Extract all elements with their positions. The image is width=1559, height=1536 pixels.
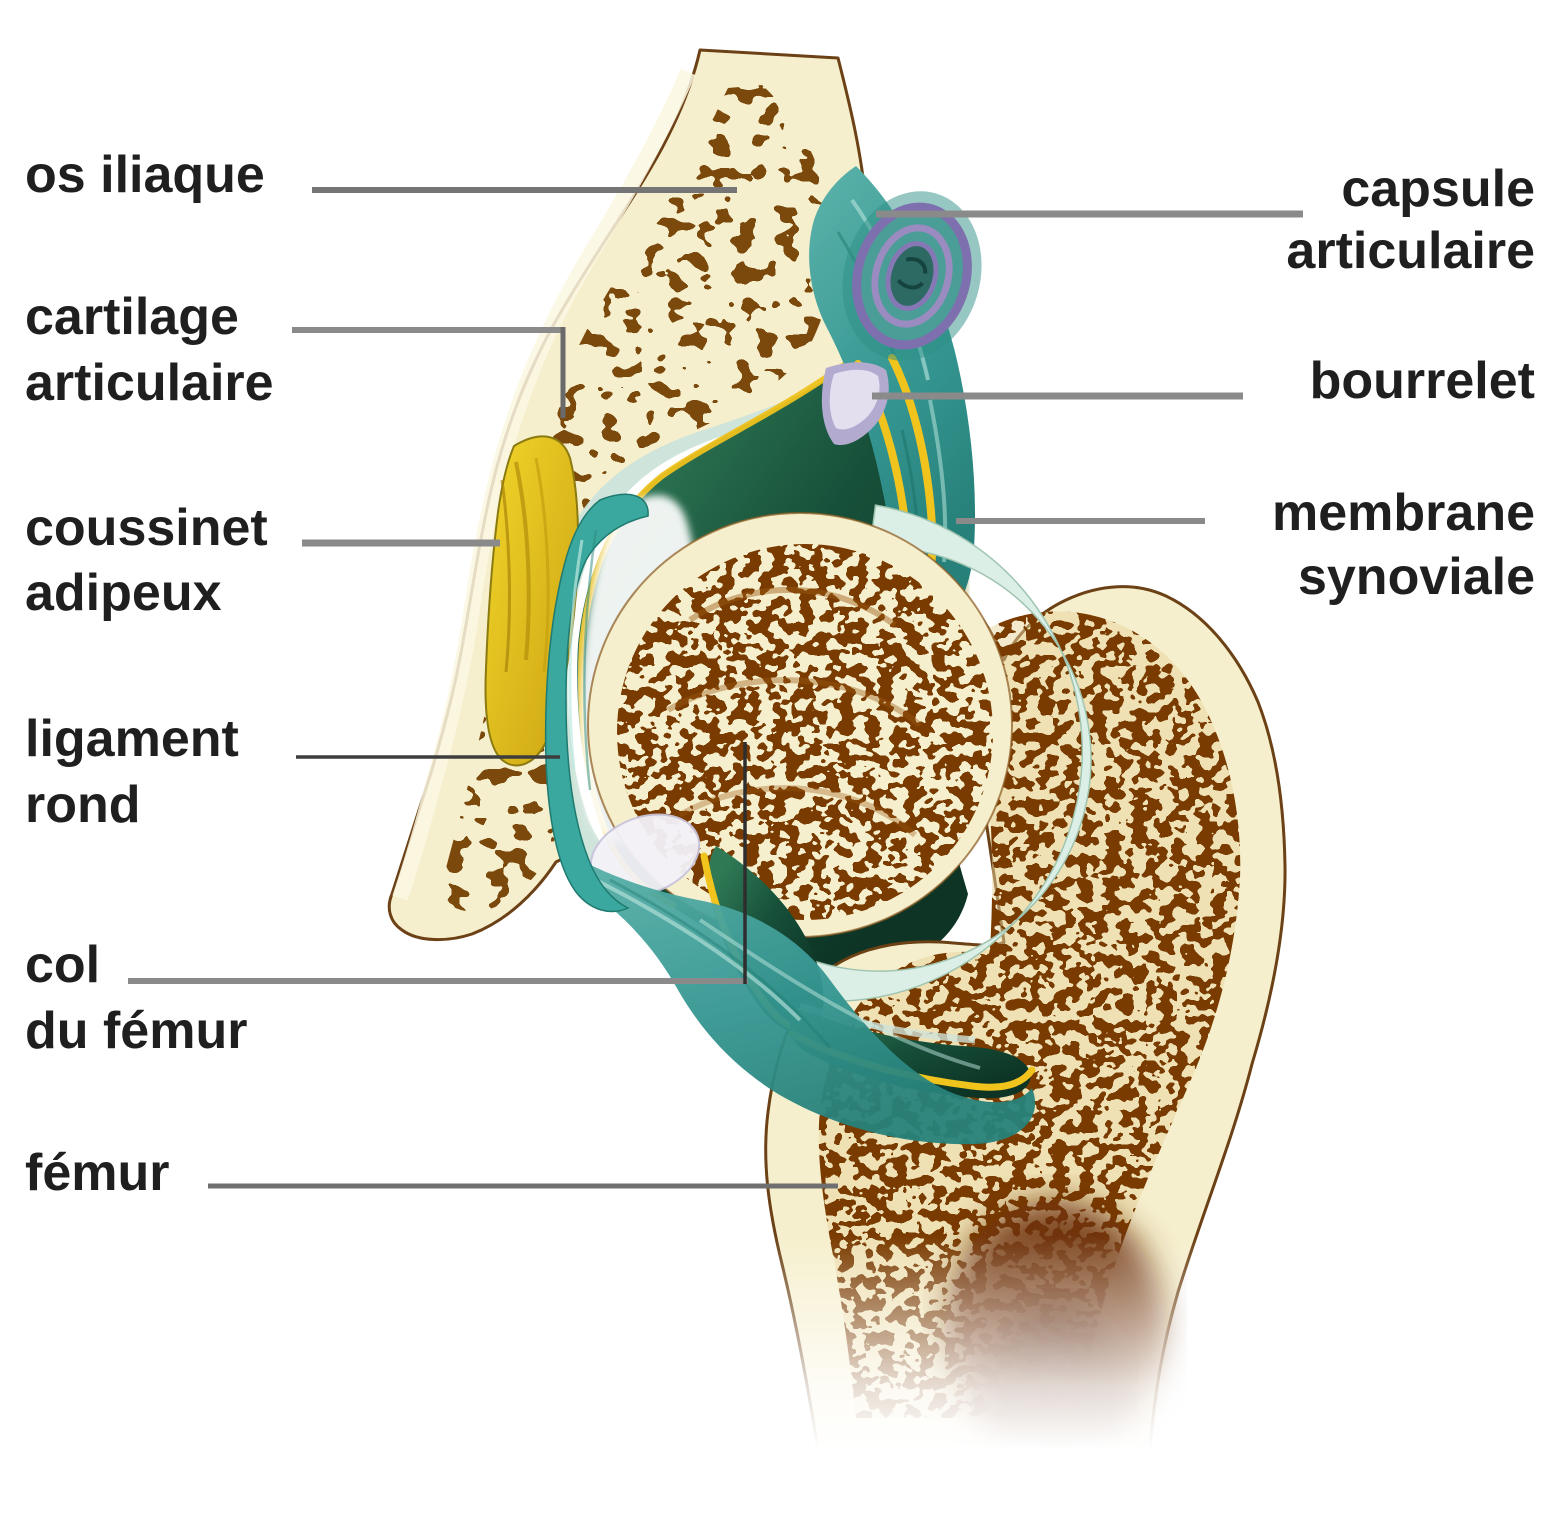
- bone-fade: [690, 1235, 1350, 1455]
- label-membrane-synoviale-line2: synoviale: [1298, 548, 1535, 606]
- capsule-fiber-fan: [556, 846, 1036, 1145]
- label-ligament-rond-line1: ligament: [25, 710, 239, 768]
- label-bourrelet: bourrelet: [1310, 352, 1535, 410]
- label-femur: fémur: [25, 1144, 169, 1202]
- round-ligament: [544, 493, 649, 913]
- femur-trabecular-texture: [818, 611, 1241, 1418]
- fat-pad-streaks: [514, 461, 531, 661]
- bone-fade-bottom: [600, 1448, 1400, 1536]
- acetabular-cartilage-lining: [539, 348, 884, 902]
- head-trabecular-streaks: [688, 586, 897, 628]
- ilium-cortical-highlight: [392, 68, 696, 901]
- label-col-du-femur-line2: du fémur: [25, 1002, 247, 1060]
- label-ligament-rond-line2: rond: [25, 776, 141, 834]
- labrum-bourrelet: [821, 362, 889, 446]
- femur-bone: [764, 585, 1287, 1452]
- femoral-head-texture: [617, 544, 993, 920]
- label-coussinet-adipeux-line1: coussinet: [25, 499, 268, 557]
- tendon-cross-section: [842, 191, 982, 361]
- label-capsule-articulaire-line2: articulaire: [1286, 222, 1535, 280]
- labels: os iliaque cartilage articulaire coussin…: [25, 146, 1535, 1202]
- label-coussinet-adipeux-line2: adipeux: [25, 564, 222, 622]
- label-membrane-synoviale-line1: membrane: [1272, 484, 1535, 542]
- leader-lines: [128, 187, 1303, 1189]
- label-cartilage-articulaire-line2: articulaire: [25, 354, 274, 412]
- label-capsule-articulaire-line1: capsule: [1341, 160, 1535, 218]
- label-os-iliaque: os iliaque: [25, 146, 265, 204]
- label-col-du-femur-line1: col: [25, 936, 100, 994]
- label-cartilage-articulaire-line1: cartilage: [25, 288, 239, 346]
